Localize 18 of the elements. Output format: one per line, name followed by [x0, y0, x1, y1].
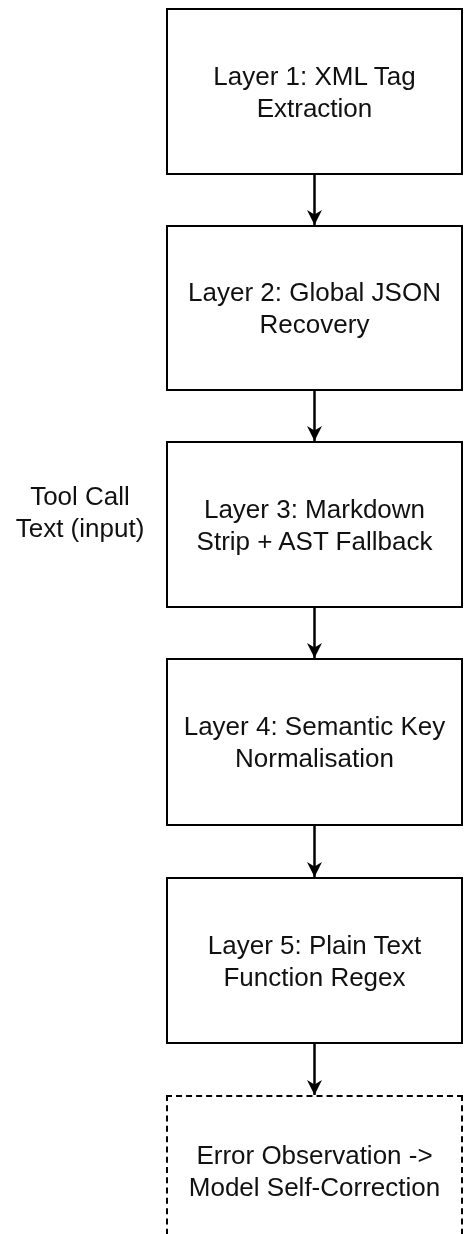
input-label: Tool Call Text (input)	[14, 480, 146, 544]
box-label: Layer 1: XML Tag Extraction	[212, 59, 417, 124]
process-box	[166, 877, 463, 1044]
process-box	[166, 8, 463, 175]
box-label: Layer 5: Plain Text Function Regex	[206, 928, 423, 993]
arrow	[307, 608, 322, 658]
process-box	[166, 1095, 463, 1234]
process-box	[166, 658, 463, 826]
box-label: Layer 4: Semantic Key Normalisation	[182, 710, 447, 774]
arrow	[307, 1044, 322, 1095]
arrow	[307, 391, 322, 441]
box-label: Error Observation -> Model Self-Correction	[187, 1139, 442, 1203]
process-box	[166, 225, 463, 391]
arrow	[307, 826, 322, 877]
box-label: Layer 3: Markdown Strip + AST Fallback	[195, 492, 434, 557]
process-box	[166, 441, 463, 608]
box-label: Layer 2: Global JSON Recovery	[187, 276, 442, 340]
arrow	[307, 175, 322, 225]
